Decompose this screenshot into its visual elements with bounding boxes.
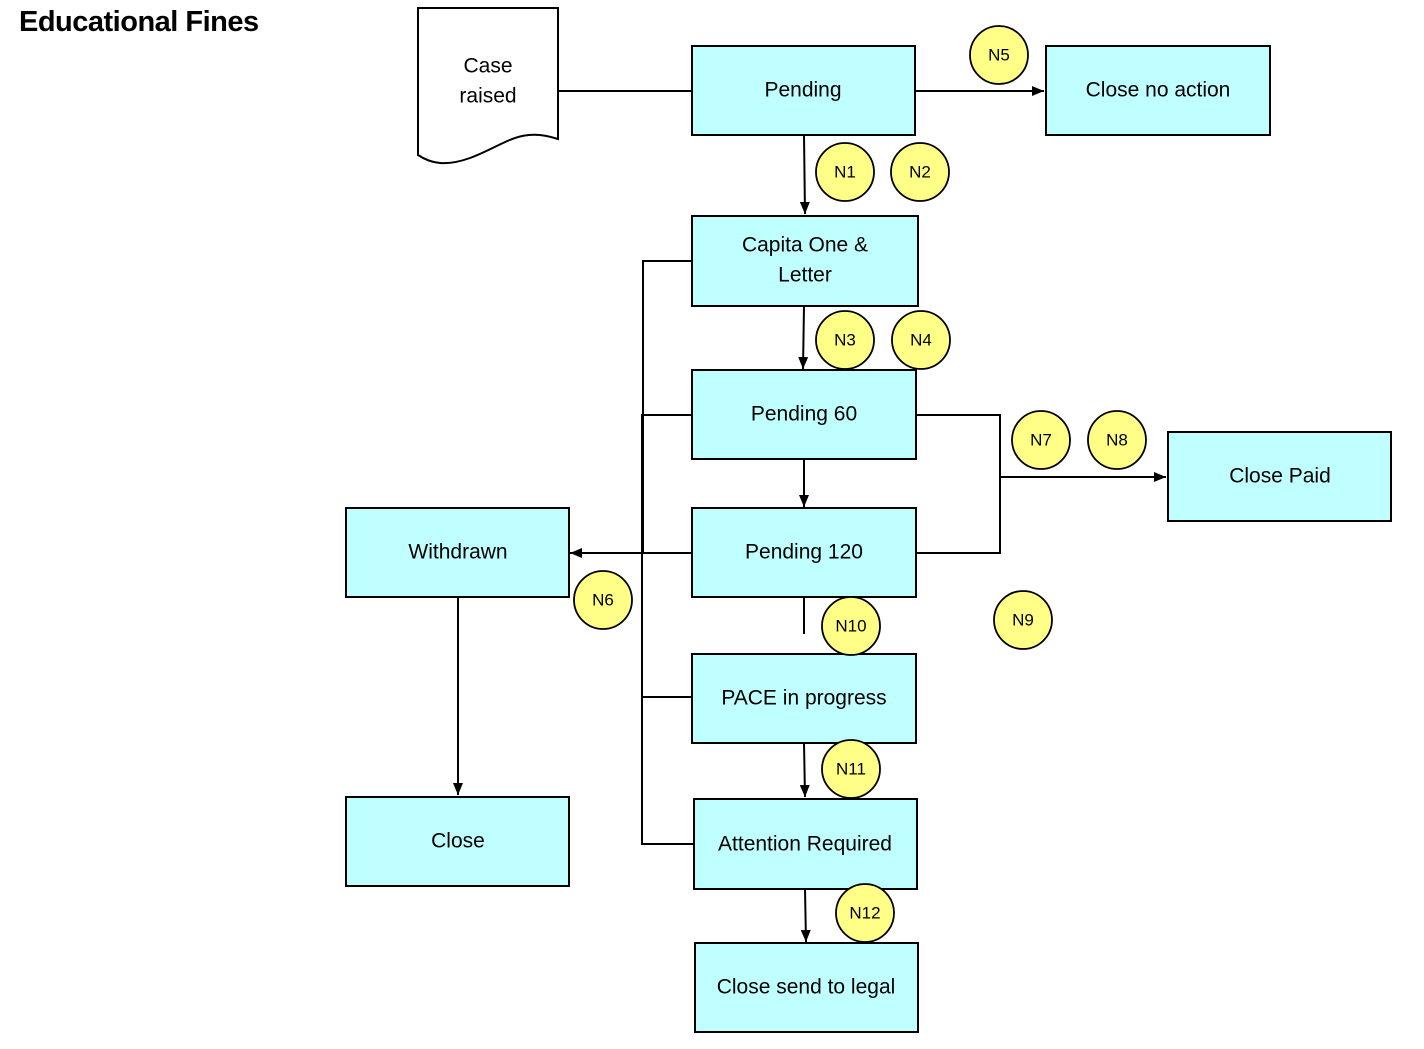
node-label: raised [459,85,516,108]
state-close-send-to-legal[interactable]: Close send to legal [694,942,919,1033]
node-label: Pending 120 [745,541,863,564]
note-n2[interactable]: N2 [890,142,950,202]
state-withdrawn[interactable]: Withdrawn [345,507,570,598]
node-label: Close Paid [1229,465,1331,488]
note-n6[interactable]: N6 [573,570,633,630]
note-label: N10 [835,616,866,635]
node-label: Attention Required [718,833,892,856]
connectors [453,86,1166,943]
state-attention-required[interactable]: Attention Required [693,798,918,890]
note-label: N12 [849,903,880,922]
state-pending-120[interactable]: Pending 120 [691,507,917,598]
connector-capita-to-pending60 [798,305,809,370]
note-n10[interactable]: N10 [821,596,881,656]
state-close-no-action[interactable]: Close no action [1045,45,1271,136]
state-close[interactable]: Close [345,796,570,887]
note-n1[interactable]: N1 [815,142,875,202]
note-n11[interactable]: N11 [821,739,881,799]
node-label: Case [463,55,512,78]
connector-pending-to-capita [799,134,810,215]
node-label: Letter [778,264,832,287]
note-label: N11 [836,759,866,778]
state-close-paid[interactable]: Close Paid [1167,431,1392,522]
note-n5[interactable]: N5 [969,25,1029,85]
note-label: N6 [592,590,614,609]
state-pace-in-progress[interactable]: PACE in progress [691,653,917,744]
node-label: Close [431,830,485,853]
node-label: Pending [764,79,841,102]
connector-capita-bus [642,260,692,553]
note-n4[interactable]: N4 [891,310,951,370]
state-pending[interactable]: Pending [691,45,916,136]
connector-pending60-bus [641,414,694,845]
note-n8[interactable]: N8 [1087,410,1147,470]
node-label: Capita One & [742,234,868,257]
connector-pace-to-attention [799,742,810,798]
start-case-raised[interactable]: Case raised [417,7,559,165]
diagram-title: Educational Fines [19,6,259,38]
state-capita-one-letter[interactable]: Capita One & Letter [691,215,919,307]
node-label: Close no action [1086,79,1231,102]
note-n9[interactable]: N9 [993,590,1053,650]
note-label: N2 [909,162,931,181]
note-label: N9 [1012,610,1034,629]
note-n7[interactable]: N7 [1011,410,1071,470]
state-pending-60[interactable]: Pending 60 [691,369,917,460]
note-label: N5 [988,45,1010,64]
connector-attention-to-legal [800,888,811,943]
note-label: N3 [834,330,856,349]
connector-pending60-to-close-paid [916,414,1001,554]
node-label: Pending 60 [751,403,857,426]
note-n3[interactable]: N3 [815,310,875,370]
note-label: N1 [834,162,856,181]
note-label: N7 [1030,430,1052,449]
note-n12[interactable]: N12 [835,883,895,943]
node-label: Withdrawn [408,541,507,564]
note-label: N4 [910,330,932,349]
note-label: N8 [1106,430,1128,449]
node-label: Close send to legal [717,976,896,999]
node-label: PACE in progress [721,687,886,710]
